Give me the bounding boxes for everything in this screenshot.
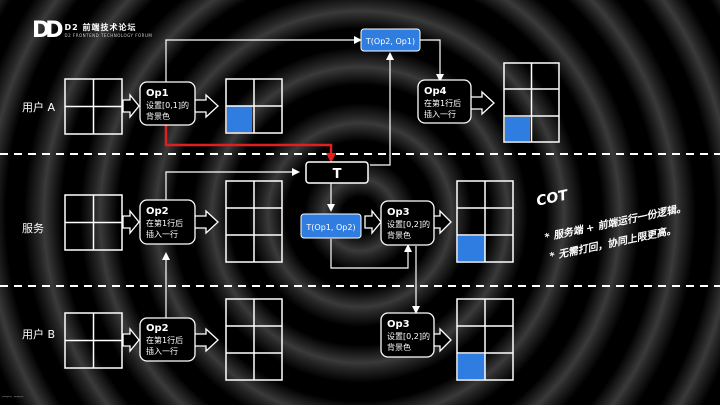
op1-title: Op1	[146, 88, 169, 99]
op1-line2: 背景色	[146, 111, 170, 121]
grid-b-after-op2	[225, 298, 283, 381]
arrow-icon	[432, 327, 452, 353]
line-t-mid-to-op3	[330, 239, 412, 269]
transform-center-box[interactable]: T	[305, 161, 369, 184]
transform-mid-box[interactable]: T(Op1, Op2)	[300, 213, 362, 239]
grid-server-after-op3	[456, 180, 514, 263]
forum-logo: DD D2 前端技术论坛 D2 FRONTEND TECHNOLOGY FORU…	[32, 18, 152, 43]
op3-server-line2: 背景色	[387, 230, 411, 240]
op2-b-line1: 在第1行后	[146, 335, 183, 345]
op3-b-line2: 背景色	[387, 342, 411, 352]
footer-mark: ꟷꟷ ꟷꟷ	[2, 394, 24, 401]
arrow-icon	[122, 327, 140, 353]
row-label-user-a: 用户 A	[22, 101, 56, 114]
arrow-icon	[469, 90, 495, 116]
op1-box[interactable]: Op1 设置[0,1]的 背景色	[139, 81, 196, 126]
op4-line1: 在第1行后	[424, 98, 461, 108]
arrow-icon	[432, 209, 452, 235]
line-op2-to-t	[165, 168, 300, 200]
op3-server-line1: 设置[0,2]的	[387, 219, 430, 229]
logo-mark: DD	[32, 18, 63, 43]
transform-top-box[interactable]: T(Op2, Op1)	[360, 28, 421, 52]
transform-center-label: T	[333, 167, 342, 182]
red-line-op1-to-t	[164, 125, 336, 163]
logo-subtitle: D2 FRONTEND TECHNOLOGY FORUM	[64, 33, 153, 38]
arrow-icon	[122, 209, 140, 235]
op2-b-box[interactable]: Op2 在第1行后 插入一行	[139, 317, 196, 362]
hollow-arrows	[122, 90, 495, 353]
arrow-icon	[364, 209, 382, 235]
op2-server-box[interactable]: Op2 在第1行后 插入一行	[139, 199, 196, 245]
op2-server-line1: 在第1行后	[146, 218, 183, 228]
op2-b-line2: 插入一行	[146, 346, 178, 356]
row-label-user-b: 用户 B	[22, 328, 56, 341]
grid-b-initial	[64, 312, 123, 369]
arrow-icon	[193, 93, 219, 119]
logo-text: D2 前端技术论坛 D2 FRONTEND TECHNOLOGY FORUM	[65, 23, 153, 38]
op2-b-title: Op2	[146, 323, 169, 334]
line-t-to-t-top	[370, 52, 394, 166]
grid-server-initial	[64, 194, 123, 251]
op3-server-box[interactable]: Op3 设置[0,2]的 背景色	[380, 200, 435, 246]
arrow-icon	[193, 209, 219, 235]
grid-a-after-op1	[225, 78, 283, 134]
arrow-icon	[193, 327, 219, 353]
op3-b-title: Op3	[387, 319, 410, 330]
op3-b-line1: 设置[0,2]的	[387, 331, 430, 341]
op2-server-line2: 插入一行	[146, 229, 178, 239]
transform-top-label: T(Op2, Op1)	[365, 37, 415, 46]
row-label-server: 服务	[22, 222, 44, 235]
op4-box[interactable]: Op4 在第1行后 插入一行	[417, 79, 472, 124]
op2-server-title: Op2	[146, 206, 169, 217]
line-t-top-to-op4	[420, 39, 444, 82]
op3-b-box[interactable]: Op3 设置[0,2]的 背景色	[380, 312, 435, 358]
grid-a-initial	[64, 78, 123, 135]
arrow-icon	[122, 93, 140, 119]
grid-b-after-op3	[456, 298, 514, 381]
line-op1-to-t-top	[165, 36, 362, 82]
op4-line2: 插入一行	[424, 109, 456, 119]
logo-title: D2 前端技术论坛	[64, 23, 137, 32]
transform-mid-label: T(Op1, Op2)	[305, 223, 355, 232]
grid-server-after-op2	[225, 180, 283, 263]
op3-server-title: Op3	[387, 207, 410, 218]
op4-title: Op4	[424, 86, 447, 97]
grid-a-after-op4	[503, 62, 560, 143]
op1-line1: 设置[0,1]的	[146, 100, 189, 110]
